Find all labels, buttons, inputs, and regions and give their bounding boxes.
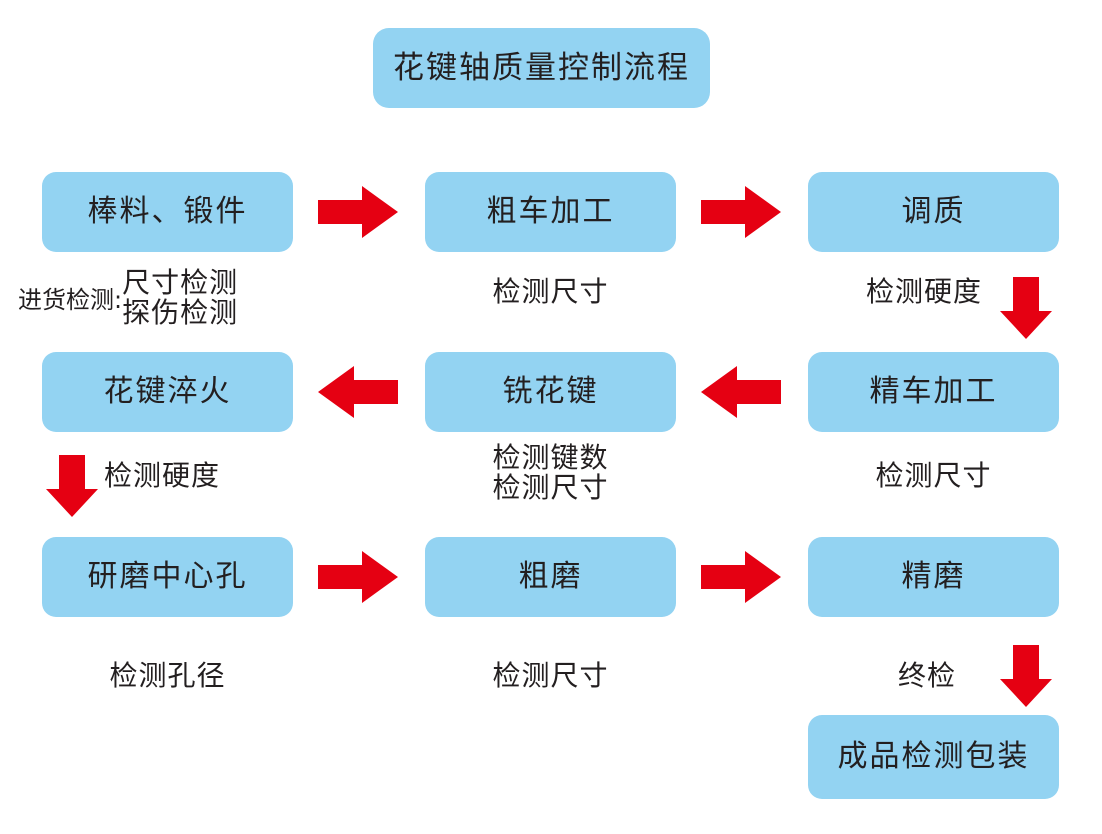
node-label: 花键淬火 — [103, 374, 232, 409]
caption-line-1: 检测键数 — [492, 441, 609, 474]
node-final-inspection-packaging[interactable]: 成品检测包装 — [808, 715, 1059, 799]
caption-text: 检测尺寸 — [875, 459, 992, 492]
node-label: 成品检测包装 — [837, 739, 1030, 774]
node-finish-grinding[interactable]: 精磨 — [808, 537, 1059, 617]
caption-hardness-check-1: 检测硬度 — [866, 275, 983, 308]
caption-text: 检测尺寸 — [492, 275, 609, 308]
arrow-left-icon — [318, 366, 398, 418]
node-raw-material[interactable]: 棒料、锻件 — [42, 172, 293, 252]
arrow-right-icon — [318, 551, 398, 603]
caption-hole-diameter-check: 检测孔径 — [42, 659, 293, 692]
caption-line-2: 探伤检测 — [122, 295, 239, 329]
arrow-right-icon — [701, 551, 781, 603]
node-quenching-tempering[interactable]: 调质 — [808, 172, 1059, 252]
caption-text: 检测尺寸 — [492, 659, 609, 692]
arrow-right-icon — [318, 186, 398, 238]
caption-hardness-check-2: 检测硬度 — [104, 459, 221, 492]
node-spline-quenching[interactable]: 花键淬火 — [42, 352, 293, 432]
arrow-down-icon — [46, 455, 98, 517]
node-label: 粗车加工 — [486, 194, 615, 229]
node-label: 棒料、锻件 — [87, 194, 248, 229]
caption-final-inspection: 终检 — [898, 659, 957, 692]
arrow-left-icon — [701, 366, 781, 418]
arrow-right-icon — [701, 186, 781, 238]
node-label: 粗磨 — [518, 559, 583, 594]
caption-stack: 尺寸检测 探伤检测 — [122, 268, 238, 327]
caption-finish-turning-check: 检测尺寸 — [808, 459, 1059, 492]
node-label: 研磨中心孔 — [87, 559, 248, 594]
node-label: 精车加工 — [869, 374, 998, 409]
caption-text: 检测孔径 — [109, 659, 226, 692]
node-spline-milling[interactable]: 铣花键 — [425, 352, 676, 432]
arrow-down-icon — [1000, 645, 1052, 707]
caption-line-2: 检测尺寸 — [492, 470, 609, 504]
node-label: 调质 — [901, 194, 966, 229]
caption-text: 检测硬度 — [104, 459, 221, 492]
node-center-hole-grinding[interactable]: 研磨中心孔 — [42, 537, 293, 617]
caption-spline-milling-check: 检测键数 检测尺寸 — [425, 443, 676, 502]
caption-rough-turning-check: 检测尺寸 — [425, 275, 676, 308]
caption-text: 终检 — [898, 659, 957, 692]
flowchart-title-box: 花键轴质量控制流程 — [373, 28, 710, 108]
caption-line-1: 尺寸检测 — [122, 266, 239, 299]
caption-prefix: 进货检测: — [18, 286, 123, 315]
caption-rough-grinding-check: 检测尺寸 — [425, 659, 676, 692]
node-label: 铣花键 — [502, 374, 599, 409]
node-label: 精磨 — [901, 559, 966, 594]
node-rough-turning[interactable]: 粗车加工 — [425, 172, 676, 252]
caption-incoming-inspection: 进货检测: 尺寸检测 探伤检测 — [18, 268, 238, 327]
node-finish-turning[interactable]: 精车加工 — [808, 352, 1059, 432]
flowchart-title-text: 花键轴质量控制流程 — [393, 49, 690, 86]
arrow-down-icon — [1000, 277, 1052, 339]
node-rough-grinding[interactable]: 粗磨 — [425, 537, 676, 617]
caption-text: 检测硬度 — [866, 275, 983, 308]
